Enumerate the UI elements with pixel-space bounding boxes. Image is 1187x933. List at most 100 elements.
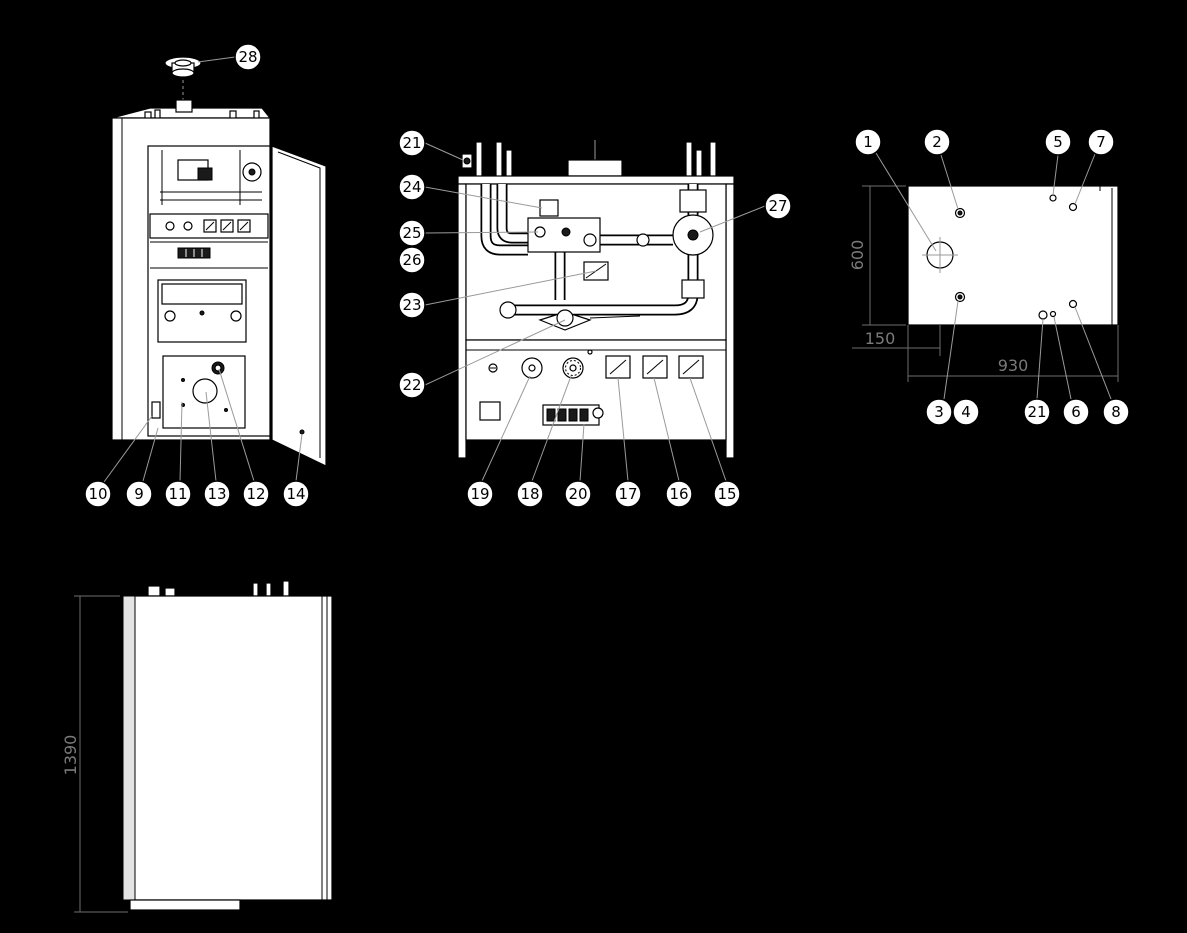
callout-label: 20 — [568, 485, 587, 503]
perspective-callout-11: 11 — [164, 480, 192, 508]
callout-circle — [665, 480, 693, 508]
door-edge — [277, 151, 321, 458]
gas-fitting-nut — [463, 157, 471, 165]
leader-28 — [197, 56, 236, 63]
callout-circle — [398, 291, 426, 319]
callout-label: 14 — [286, 485, 305, 503]
callout-circle — [1044, 128, 1072, 156]
top-callout-1: 1 — [854, 128, 882, 156]
callout-label: 8 — [1111, 403, 1121, 421]
callout-circle — [854, 128, 882, 156]
gauge-needle — [646, 359, 664, 375]
connection-6 — [1049, 310, 1057, 318]
blank-plate — [479, 401, 501, 421]
leader-7 — [1074, 153, 1096, 205]
connection-pipe — [495, 141, 503, 178]
callout-circle — [398, 129, 426, 157]
callout-label: 5 — [1053, 133, 1063, 151]
leader-13 — [205, 391, 217, 482]
dial — [183, 221, 193, 231]
callout-label: 1 — [863, 133, 873, 151]
leader-3 — [943, 300, 959, 400]
mixing-valve — [527, 199, 601, 253]
actuator — [197, 167, 213, 181]
switch — [579, 408, 589, 422]
top-fitting — [282, 580, 290, 597]
control-strip — [149, 213, 269, 269]
callout-label: 6 — [1071, 403, 1081, 421]
side-dimensions: 1390 — [61, 595, 128, 913]
leader-5 — [1052, 154, 1059, 196]
leader-6 — [1053, 316, 1072, 400]
callout-label: 17 — [618, 485, 637, 503]
top-callout-21: 21 — [1023, 398, 1051, 426]
connection-pipe — [695, 149, 703, 178]
switch — [557, 408, 567, 422]
upper-pipework — [160, 150, 262, 205]
leader-24 — [424, 186, 543, 209]
callout-label: 27 — [768, 197, 787, 215]
gauge-needle — [222, 221, 232, 231]
valve-outlet — [589, 315, 641, 319]
callout-label: 9 — [134, 485, 144, 503]
callout-label: 12 — [246, 485, 265, 503]
leader-17 — [617, 377, 629, 482]
bolt — [181, 378, 185, 382]
flue-flange — [164, 56, 202, 78]
callout-circle — [952, 398, 980, 426]
sensor-head — [539, 199, 559, 217]
side-view: 1390 — [61, 580, 333, 913]
leader-16 — [653, 377, 680, 482]
callout-label: 11 — [168, 485, 187, 503]
callout-circle — [203, 480, 231, 508]
gauge-needle — [609, 359, 627, 375]
gauge-needle — [239, 221, 249, 231]
gauge-needle — [682, 359, 700, 375]
top-callout-8: 8 — [1102, 398, 1130, 426]
leader-14 — [295, 433, 303, 482]
leader-20 — [579, 423, 585, 482]
bolt — [224, 408, 228, 412]
top-callout-4: 4 — [952, 398, 980, 426]
callout-circle — [564, 480, 592, 508]
top-dimensions: 600 150 930 — [848, 185, 1119, 382]
front-callout-19: 19 — [466, 480, 494, 508]
gauge-needle — [205, 221, 215, 231]
perspective-callout-10: 10 — [84, 480, 112, 508]
callout-label: 21 — [1027, 403, 1046, 421]
valve-spindle — [561, 227, 571, 237]
pipe — [498, 184, 528, 242]
pump-hub — [248, 168, 256, 176]
callout-label: 3 — [934, 403, 944, 421]
callout-label: 19 — [470, 485, 489, 503]
upper-door-band — [161, 283, 243, 305]
dimension-width: 930 — [998, 356, 1029, 375]
switch — [568, 408, 578, 422]
leader-2 — [940, 154, 959, 210]
leader-11 — [179, 401, 183, 482]
front-callout-27: 27 — [764, 192, 792, 220]
callout-circle — [125, 480, 153, 508]
perspective-callout-9: 9 — [125, 480, 153, 508]
front-leaders — [424, 142, 766, 482]
frame-top — [457, 175, 735, 185]
perspective-callout-12: 12 — [242, 480, 270, 508]
callout-circle — [234, 43, 262, 71]
callout-circle — [614, 480, 642, 508]
dimension-height: 1390 — [61, 735, 80, 776]
top-plate — [907, 185, 1119, 326]
flue-stub — [175, 99, 193, 113]
top-leaders — [875, 152, 1112, 400]
front-callout-15: 15 — [713, 480, 741, 508]
door-point — [199, 310, 205, 316]
connection-pipe — [505, 149, 513, 178]
dial — [165, 221, 175, 231]
callout-label: 15 — [717, 485, 736, 503]
callout-label: 13 — [207, 485, 226, 503]
callout-label: 24 — [402, 178, 421, 196]
frame-post-right — [725, 183, 735, 459]
leader-18 — [531, 375, 572, 482]
control-panel — [465, 339, 727, 441]
pipe-elbow — [499, 301, 517, 319]
flue-outlet — [567, 159, 623, 177]
